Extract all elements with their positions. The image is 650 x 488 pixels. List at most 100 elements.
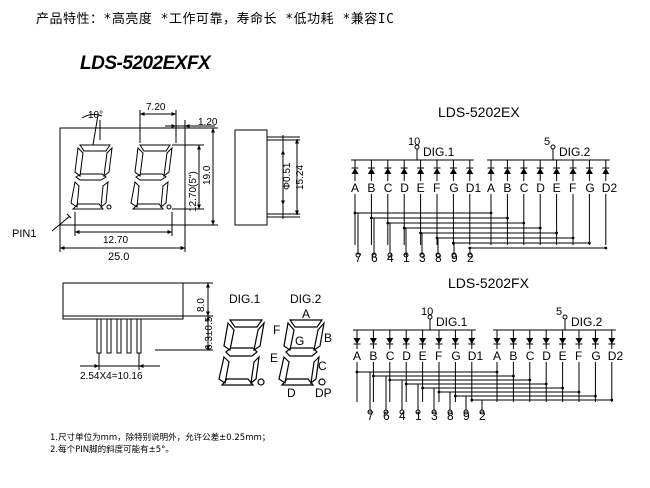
schematic-0-seg-label: C xyxy=(384,181,393,195)
schematic-0-pin-number: 1 xyxy=(403,251,410,265)
schematic-1-pin-number: 6 xyxy=(383,409,390,423)
schematic-0-seg-label-bg xyxy=(518,181,529,194)
schematic-1-pin-number: 1 xyxy=(415,409,422,423)
notes-block: 1.尺寸单位为mm，除特别说明外，允许公差±0.25mm； 2.每个PIN脚的斜… xyxy=(50,432,270,456)
dim-digit-width: 7.20 xyxy=(146,102,166,113)
seg-label-g: G xyxy=(295,334,304,348)
dim-digit-span: 12.70 xyxy=(103,235,128,246)
schematic-1-seg-label: E xyxy=(559,349,567,363)
schematic-1-led-diode xyxy=(509,338,517,344)
schematic-0-led-diode xyxy=(433,168,441,174)
schematic-0-led-diode xyxy=(585,168,593,174)
schematic-1-pin-terminal xyxy=(463,409,469,415)
schematic-1-led-diode xyxy=(575,338,583,344)
seg-label-c: C xyxy=(318,359,327,373)
schematic-0-seg-label-bg xyxy=(535,181,546,194)
diagram-digit-1 xyxy=(218,319,265,386)
schematic-1-seg-label: D xyxy=(542,349,551,363)
schematic-0-led-diode xyxy=(503,168,511,174)
schematic-1-pin-terminal xyxy=(367,409,373,415)
schematic-1-seg-label: F xyxy=(435,349,442,363)
schematic-1-led-diode xyxy=(435,338,443,344)
schematic-1-led-diode xyxy=(419,338,427,344)
schematic-1-pin-terminal xyxy=(447,409,453,415)
seg-label-b: B xyxy=(324,331,332,345)
front-body-outline xyxy=(59,127,186,226)
bottom-base-edge xyxy=(62,315,184,320)
schematic-0-pin-number: 7 xyxy=(355,251,362,265)
schematic-1-seg-label: B xyxy=(369,349,377,363)
schematic-0-seg-label-bg xyxy=(464,181,479,194)
schematic-0-seg-label: D xyxy=(400,181,409,195)
seg-label-f: F xyxy=(273,323,280,337)
schematic-0-seg-label: E xyxy=(553,181,561,195)
schematic-1-seg-label: A xyxy=(493,349,501,363)
schematic-1-digit-label-2: DIG.2 xyxy=(571,315,603,329)
schematic-0-com-terminal-2 xyxy=(550,144,556,150)
side-view xyxy=(234,129,300,226)
schematic-1-seg-label: G xyxy=(591,349,600,363)
schematic-1-seg-label: B xyxy=(509,349,517,363)
schematic-1-pin-terminal xyxy=(399,409,405,415)
note-2: 2.每个PIN脚的斜度可能有±5°。 xyxy=(50,445,174,455)
dim-pitch-right: 1.20 xyxy=(198,117,218,128)
schematic-0-seg-label: G xyxy=(585,181,594,195)
schematic-1-seg-label-bg xyxy=(574,349,584,362)
schematic-0-seg-label-bg xyxy=(584,181,595,194)
schematic-0-led-diode xyxy=(351,168,359,174)
schematic-1-com-pin-1: 10 xyxy=(421,306,433,318)
bottom-view xyxy=(62,282,213,370)
schematic-0-digit-label-2: DIG.2 xyxy=(559,145,591,159)
schematic-0-led-diode xyxy=(400,168,408,174)
schematic-0-pin-terminal xyxy=(355,252,361,258)
schematic-1-com-terminal-2 xyxy=(562,314,568,320)
schematic-1-seg-label-bg xyxy=(590,349,601,362)
schematic-1-pin-number: 7 xyxy=(367,409,374,423)
schematic-0-com-pin-2: 5 xyxy=(544,136,550,148)
schematic-0-seg-label: E xyxy=(417,181,425,195)
dim-bottom-pin-len: 6.3±0.5 xyxy=(204,316,215,350)
dim-pin-pitch: 2.54X4=10.16 xyxy=(80,371,143,382)
diagram-dig2-label: DIG.2 xyxy=(290,292,322,306)
schematic-1-led-diode xyxy=(353,338,361,344)
schematic-1-seg-label-bg xyxy=(417,349,428,362)
schematic-0-led-diode xyxy=(384,168,392,174)
schematic-1-pin-number: 9 xyxy=(463,409,470,423)
schematic-1-seg-label-bg xyxy=(508,349,519,362)
schematic-1-seg-label: D1 xyxy=(468,349,484,363)
schematic-0-pin-terminal xyxy=(387,252,393,258)
schematic-1-led-diode xyxy=(493,338,501,344)
schematic-1-seg-label-bg xyxy=(450,349,461,362)
schematic-1-seg-label-bg xyxy=(541,349,552,362)
schematic-1-com-pin-2: 5 xyxy=(556,306,562,318)
schematic-0-seg-label-bg xyxy=(600,181,615,194)
schematic-0-seg-label: F xyxy=(569,181,576,195)
schematic-1-seg-label: G xyxy=(451,349,460,363)
schematic-0-pin-number: 6 xyxy=(371,251,378,265)
schematic-0-seg-label-bg xyxy=(415,181,426,194)
schematic-0-com-terminal-1 xyxy=(414,144,420,150)
schematic-1-seg-label-bg xyxy=(466,349,481,362)
schematic-0-led-diode xyxy=(487,168,495,174)
schematic-0-seg-label: A xyxy=(487,181,495,195)
schematic-0-seg-label: D1 xyxy=(466,181,482,195)
features-line: 产品特性：*高亮度 *工作可靠，寿命长 *低功耗 *兼容IC xyxy=(36,12,395,27)
schematic-0-seg-label-bg xyxy=(486,181,496,194)
dim-digit-height: 12.70(5") xyxy=(188,171,199,212)
pin1-label: PIN1 xyxy=(12,228,36,240)
schematic-1-led-diode xyxy=(559,338,567,344)
schematic-0-led-diode xyxy=(466,168,474,174)
schematic-1-pin-number: 2 xyxy=(479,409,486,423)
ex-schematic-title: LDS-5202EX xyxy=(438,104,520,120)
schematic-0-seg-label: D xyxy=(536,181,545,195)
schematic-1-seg-label-bg xyxy=(384,349,395,362)
schematic-0-seg-label-bg xyxy=(366,181,377,194)
schematic-1-seg-label-bg xyxy=(606,349,621,362)
schematic-0-seg-label: G xyxy=(449,181,458,195)
dim-body-width: 25.0 xyxy=(108,251,129,263)
schematic-1-led-diode xyxy=(608,338,616,344)
front-digit-1 xyxy=(70,144,113,210)
schematic-0-pin-terminal xyxy=(467,252,473,258)
